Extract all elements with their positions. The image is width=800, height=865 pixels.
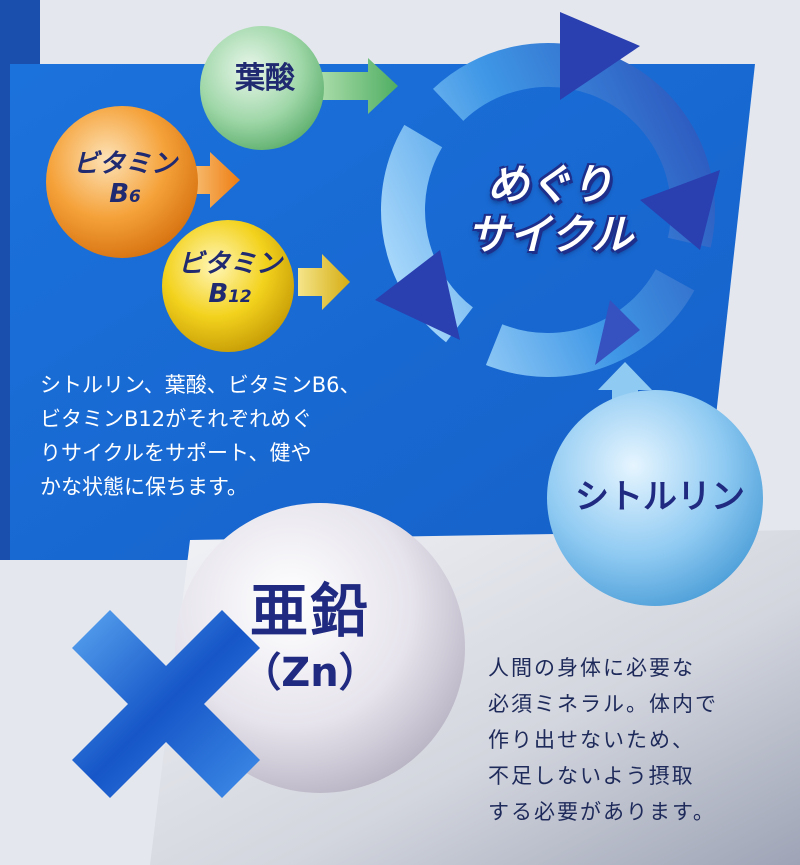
vitamin-b12-text: ビタミン [177, 249, 282, 279]
multiply-cross-icon [72, 610, 260, 798]
zinc-symbol-text: （Zn） [241, 650, 379, 696]
cycle-description: シトルリン、葉酸、ビタミンB6、 ビタミンB12がそれぞれめぐ りサイクルをサポ… [40, 368, 400, 504]
folic-acid-text: 葉酸 [235, 61, 295, 96]
cycle-description-line: りサイクルをサポート、健や [40, 441, 312, 465]
vitamin-b6-letter: B [109, 178, 130, 209]
citrulline-text: シトルリン [575, 477, 745, 517]
cycle-label-line1: めぐり [486, 160, 613, 209]
zinc-description: 人間の身体に必要な 必須ミネラル。体内で 作り出せないため、 不足しないよう摂取… [488, 650, 788, 830]
cycle-label-line2: サイクル [467, 210, 633, 260]
zinc-description-line: 人間の身体に必要な [488, 656, 695, 680]
zinc-symbol: （Zn） [195, 650, 425, 696]
folic-acid-label: 葉酸 [205, 61, 325, 97]
vitamin-b6-text: ビタミン [72, 149, 177, 179]
cycle-description-line: シトルリン、葉酸、ビタミンB6、 [40, 373, 361, 397]
cycle-description-line: かな状態に保ちます。 [40, 475, 248, 499]
zinc-description-line: 不足しないよう摂取 [488, 764, 695, 788]
cycle-description-line: ビタミンB12がそれぞれめぐ [40, 407, 313, 431]
vitamin-b12-label: ビタミン B12 [160, 249, 300, 310]
cycle-label: めぐり サイクル [440, 160, 660, 261]
vitamin-b12-letter: B [208, 278, 229, 309]
zinc-description-line: 作り出せないため、 [488, 728, 695, 752]
vitamin-b6-number: 6 [129, 185, 141, 206]
zinc-description-line: する必要があります。 [488, 800, 716, 824]
circular-arrows-icon [375, 12, 720, 377]
citrulline-label: シトルリン [550, 477, 770, 517]
vitamin-b6-label: ビタミン B6 [50, 149, 200, 210]
zinc-title: 亜鉛 [195, 578, 425, 645]
zinc-description-line: 必須ミネラル。体内で [488, 692, 718, 716]
zinc-title-text: 亜鉛 [249, 577, 370, 645]
vitamin-b12-number: 12 [228, 285, 252, 306]
